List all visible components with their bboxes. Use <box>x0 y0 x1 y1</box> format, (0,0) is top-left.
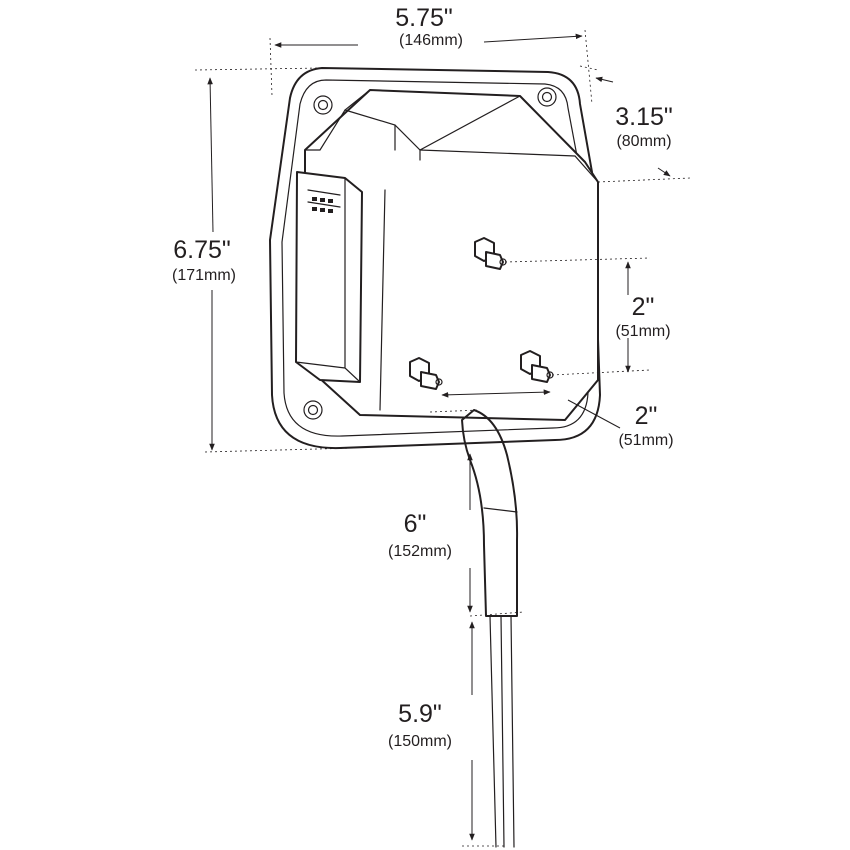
rear-body-bevel-left <box>344 95 521 151</box>
depth-metric-label: (80mm) <box>616 133 671 150</box>
lead-wire-conductors <box>489 615 515 848</box>
terminal-stud-bottom-left <box>409 357 443 390</box>
depth-label: 3.15" <box>615 103 673 131</box>
lead-wires-label: 5.9" <box>398 700 442 728</box>
stud-vertical-label: 2" <box>632 293 655 321</box>
dimension-lines <box>194 29 691 847</box>
lead-jacket-metric-label: (152mm) <box>388 543 452 560</box>
rear-body-edge <box>394 124 421 161</box>
mounting-flange-inner <box>281 79 589 437</box>
rear-body-bevel-front <box>419 149 599 183</box>
mounting-bolt-top-left <box>313 95 333 115</box>
rear-body-face <box>379 189 386 411</box>
stud-horizontal-metric-label: (51mm) <box>618 432 673 449</box>
width-label: 5.75" <box>395 4 453 32</box>
dimension-labels: 5.75" (146mm) 3.15" (80mm) 6.75" (171mm)… <box>172 4 674 750</box>
width-metric-label: (146mm) <box>399 32 463 49</box>
lead-jacket-band <box>483 507 518 513</box>
mounting-bolt-top-right <box>537 87 557 107</box>
stud-horizontal-label: 2" <box>635 402 658 430</box>
lamp-housing <box>269 67 601 450</box>
lead-jacket-outline <box>461 409 519 617</box>
height-metric-label: (171mm) <box>172 267 236 284</box>
lead-jacket-label: 6" <box>404 510 427 538</box>
terminal-stud-top <box>474 237 507 270</box>
rear-body-top-face <box>304 89 371 151</box>
mounting-bolt-bottom-left <box>303 400 323 420</box>
lead-wire <box>461 409 519 848</box>
terminal-stud-bottom-right <box>520 350 554 383</box>
side-connector-block <box>295 171 363 383</box>
lead-wires-metric-label: (150mm) <box>388 733 452 750</box>
stud-vertical-metric-label: (51mm) <box>615 323 670 340</box>
height-label: 6.75" <box>173 236 231 264</box>
